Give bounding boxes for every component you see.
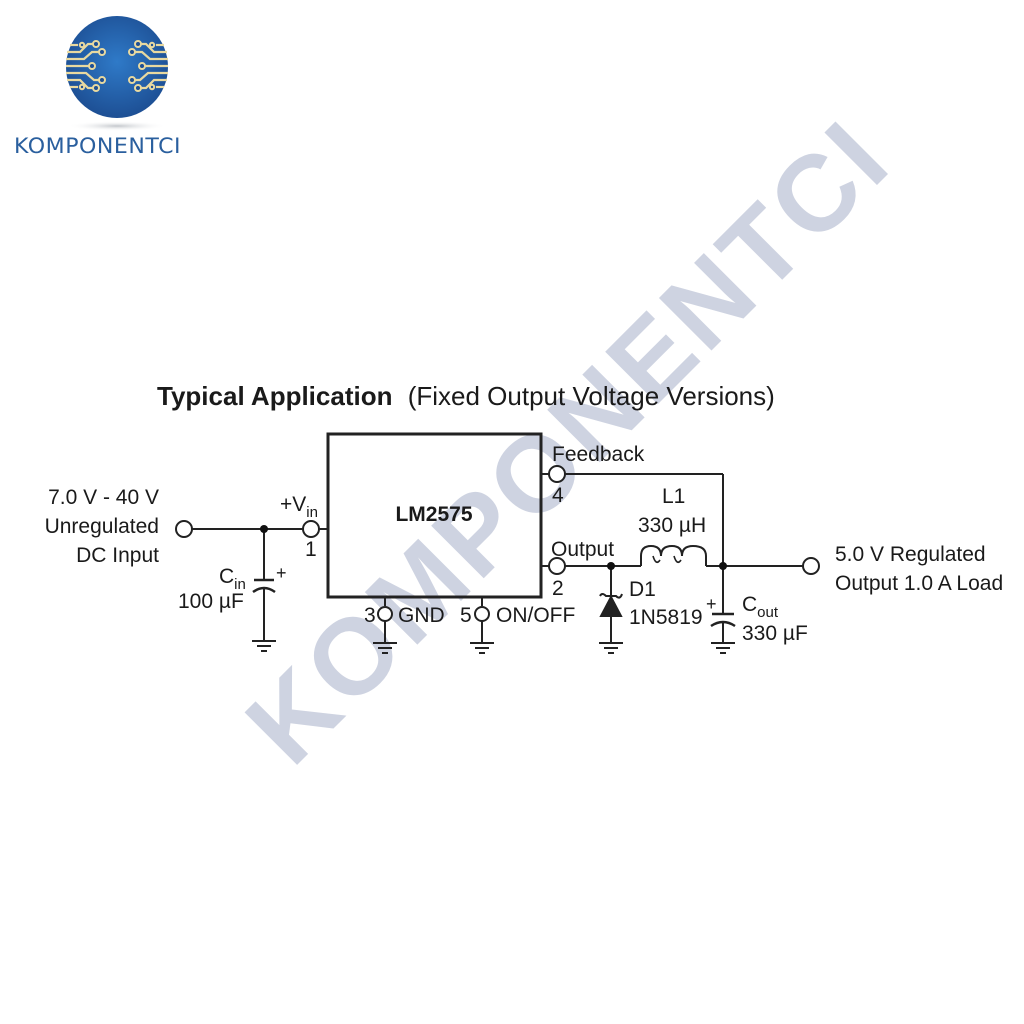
input-type: Unregulated: [45, 515, 159, 538]
diagram-title: Typical Application (Fixed Output Voltag…: [157, 381, 775, 411]
title-rest: (Fixed Output Voltage Versions): [408, 381, 775, 411]
ground-icon: [252, 640, 276, 652]
ground-icon: [470, 642, 494, 654]
output-desc-2: Output 1.0 A Load: [835, 572, 1003, 595]
onoff-label: ON/OFF: [496, 604, 575, 627]
pin1-number: 1: [305, 538, 317, 561]
ic-part-number: LM2575: [395, 503, 472, 526]
cout-value: 330 µF: [742, 622, 808, 645]
cin-value: 100 µF: [178, 590, 244, 613]
ground-icon: [599, 642, 623, 654]
inductor-l1: [640, 544, 707, 566]
pin4-terminal: [548, 465, 566, 483]
input-desc: DC Input: [76, 544, 159, 567]
input-voltage-range: 7.0 V - 40 V: [48, 486, 159, 509]
brand-logo: KOMPONENTCI: [0, 0, 240, 170]
title-bold: Typical Application: [157, 381, 392, 411]
output-desc-1: 5.0 V Regulated: [835, 543, 986, 566]
cin-label: Cin: [219, 565, 246, 593]
pin4-number: 4: [552, 484, 564, 507]
circuit-globe-icon: [66, 16, 168, 131]
d1-part: 1N5819: [629, 606, 703, 629]
ic-body: [326, 432, 543, 599]
pin1-label: +Vin: [280, 493, 318, 521]
output-terminal: [802, 557, 820, 575]
pin1-terminal: [302, 520, 320, 538]
l1-name: L1: [662, 485, 685, 508]
output-pin-label: Output: [551, 538, 614, 561]
junction-dot: [260, 525, 268, 533]
junction-dot: [719, 562, 727, 570]
ground-icon: [711, 642, 735, 654]
d1-name: D1: [629, 578, 656, 601]
gnd-label: GND: [398, 604, 445, 627]
cout-polarity: +: [706, 594, 717, 614]
l1-value: 330 µH: [638, 514, 706, 537]
schottky-diode-d1: [599, 594, 623, 617]
pin3-number: 3: [364, 604, 376, 627]
input-terminal: [175, 520, 193, 538]
cin-polarity: +: [276, 563, 287, 583]
ground-icon: [373, 642, 397, 654]
pin2-number: 2: [552, 577, 564, 600]
junction-dot: [607, 562, 615, 570]
brand-name: KOMPONENTCI: [14, 134, 182, 158]
cout-label: Cout: [742, 593, 779, 621]
feedback-label: Feedback: [552, 443, 645, 466]
pin5-number: 5: [460, 604, 472, 627]
